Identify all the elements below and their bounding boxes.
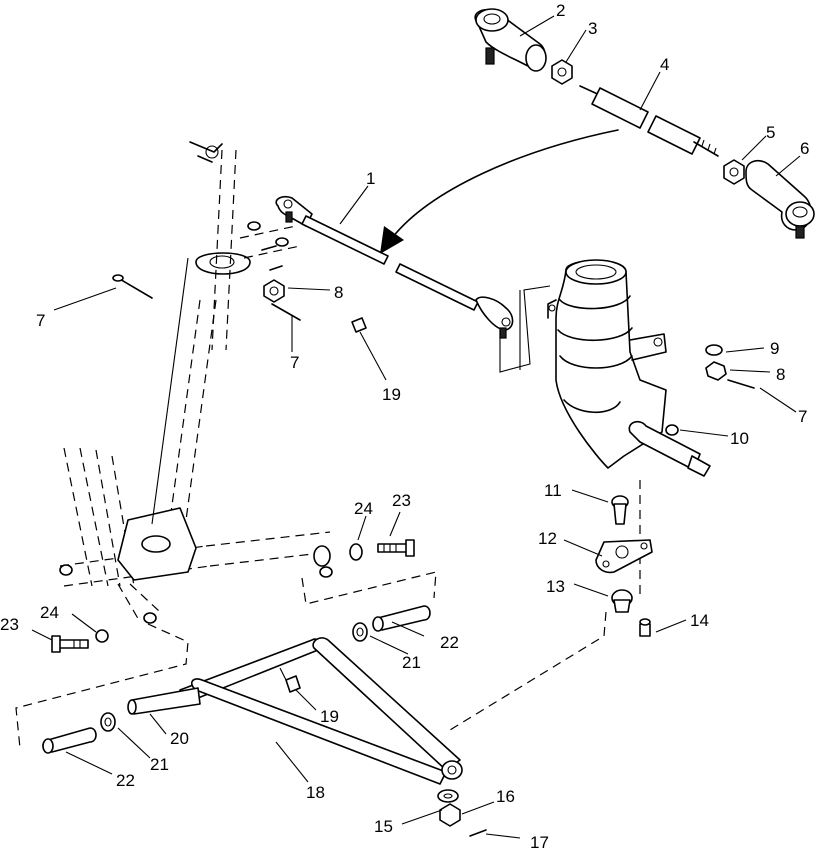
callout-leaders <box>31 15 801 839</box>
callout-8-left: 8 <box>334 283 343 302</box>
direction-arrow <box>380 129 619 254</box>
callout-1: 1 <box>366 169 375 188</box>
callout-8-right: 8 <box>776 365 785 384</box>
frame-phantom <box>59 447 333 624</box>
callout-17: 17 <box>530 833 549 850</box>
grease-fitting-19-arm <box>279 667 301 693</box>
spindle-shaft-10 <box>628 420 711 477</box>
callout-23-left: 23 <box>0 615 19 634</box>
callout-12: 12 <box>538 529 557 548</box>
callout-14: 14 <box>690 611 709 630</box>
callout-22-right: 22 <box>440 633 459 652</box>
jam-nut-5 <box>723 159 745 185</box>
callout-10: 10 <box>730 429 749 448</box>
callout-7-center: 7 <box>290 353 299 372</box>
tie-rod-1 <box>275 195 514 339</box>
nut-14 <box>639 618 651 637</box>
washer-9 <box>705 344 723 356</box>
ball-joint-plate-12 <box>595 539 653 574</box>
tie-rod-end-2 <box>474 8 547 72</box>
callout-19-top: 19 <box>382 385 401 404</box>
callout-7-right: 7 <box>798 407 807 426</box>
callout-11: 11 <box>544 481 562 500</box>
callout-7-left: 7 <box>36 311 45 330</box>
ball-joint-stud-11 <box>611 495 629 525</box>
washer-24-left <box>95 629 109 643</box>
callout-3: 3 <box>588 19 597 38</box>
callout-21-left: 21 <box>150 755 169 774</box>
tie-rod-4 <box>579 85 719 157</box>
grease-fitting-19-top <box>351 317 367 333</box>
jam-nut-3 <box>551 59 573 85</box>
callout-19-arm: 19 <box>320 707 339 726</box>
castle-nut-8-right <box>705 361 727 381</box>
washer-21-right <box>352 622 368 642</box>
callout-22-left: 22 <box>116 771 135 790</box>
callout-24-right: 24 <box>354 499 373 518</box>
pitman-arm-bracket <box>239 221 301 271</box>
callout-24-left: 24 <box>40 603 59 622</box>
callout-13: 13 <box>546 577 565 596</box>
bushing-22-left <box>42 727 97 754</box>
callout-21-right: 21 <box>402 653 421 672</box>
phantom-leaders <box>15 257 641 749</box>
castle-nut-16 <box>439 803 461 827</box>
bolt-23-left <box>51 635 89 653</box>
callout-16: 16 <box>496 787 515 806</box>
ball-joint-13 <box>611 589 633 613</box>
callout-9: 9 <box>770 339 779 358</box>
callout-5: 5 <box>766 123 775 142</box>
bolt-23-right <box>377 539 415 557</box>
steering-post <box>169 141 251 521</box>
cotter-pin-7-right <box>727 379 755 389</box>
callout-15: 15 <box>374 817 393 836</box>
callout-6: 6 <box>800 139 809 158</box>
bushing-22-right <box>372 605 431 632</box>
a-arm-18 <box>127 637 463 785</box>
washer-24-right <box>349 543 363 561</box>
callout-20: 20 <box>170 729 189 748</box>
tie-rod-end-6 <box>745 159 815 239</box>
washer-15 <box>437 789 459 803</box>
callout-2: 2 <box>556 1 565 20</box>
strut-spindle-body <box>547 259 667 469</box>
callout-labels: 1 2 3 4 5 6 7 7 7 8 8 9 10 11 12 13 14 1… <box>0 1 809 850</box>
cotter-pin-17 <box>469 829 487 837</box>
washer-21-left <box>100 712 116 732</box>
callout-4: 4 <box>660 55 669 74</box>
callout-23-right: 23 <box>392 491 411 510</box>
castle-nut-8-left <box>263 279 285 303</box>
callout-18: 18 <box>306 783 325 802</box>
cotter-pin-7-left <box>112 274 301 321</box>
